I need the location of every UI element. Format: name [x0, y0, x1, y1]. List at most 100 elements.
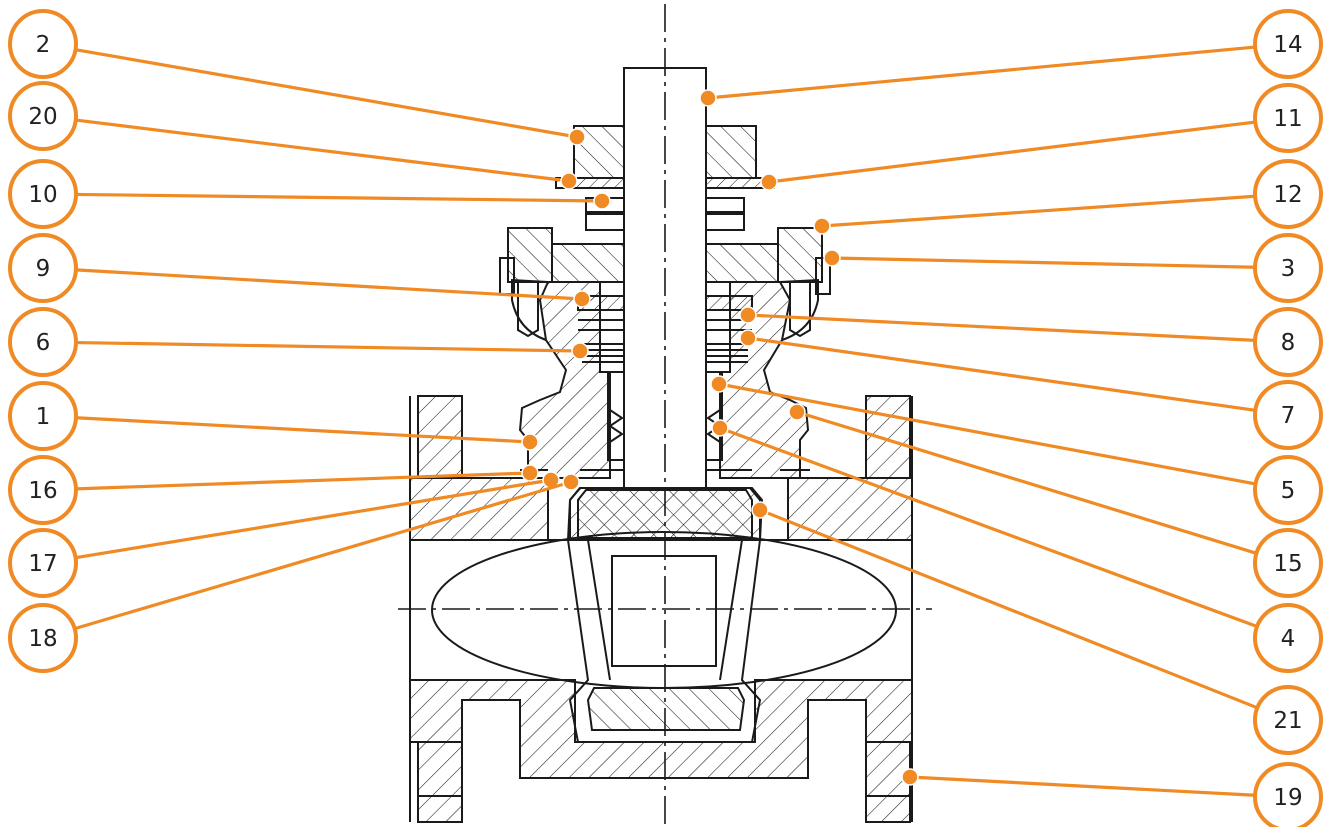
leader-line-16 — [75, 471, 531, 491]
callout-7: 7 — [739, 329, 1323, 450]
leader-dot-12 — [813, 217, 831, 235]
callout-19: 19 — [901, 762, 1323, 827]
leader-line-18 — [74, 480, 572, 631]
callout-bubble-17 — [8, 528, 78, 598]
callout-11: 11 — [760, 83, 1323, 191]
leader-dot-1 — [521, 433, 539, 451]
callout-21: 21 — [751, 501, 1323, 755]
callout-label-12: 12 — [1273, 182, 1302, 208]
callout-label-10: 10 — [28, 182, 57, 208]
callout-6: 6 — [8, 307, 589, 377]
leader-dot-14 — [699, 89, 717, 107]
callout-12: 12 — [813, 159, 1323, 235]
callout-bubble-10 — [8, 159, 78, 229]
callout-20: 20 — [8, 81, 578, 190]
callout-label-4: 4 — [1281, 626, 1296, 652]
leader-line-7 — [747, 336, 1256, 412]
leader-line-12 — [821, 194, 1256, 228]
callout-label-15: 15 — [1273, 551, 1302, 577]
leader-dot-21 — [751, 501, 769, 519]
leader-dot-15 — [788, 403, 806, 421]
callout-2: 2 — [8, 9, 586, 146]
leader-dot-7 — [739, 329, 757, 347]
callout-bubble-4 — [1253, 603, 1323, 673]
callout-14: 14 — [699, 9, 1323, 107]
callout-label-18: 18 — [28, 626, 57, 652]
leader-dot-3 — [823, 249, 841, 267]
callout-label-9: 9 — [36, 256, 51, 282]
leader-line-15 — [796, 410, 1257, 555]
callout-bubble-1 — [8, 381, 78, 451]
gland-flange — [499, 227, 831, 338]
callout-bubble-12 — [1253, 159, 1323, 229]
callout-label-19: 19 — [1273, 785, 1302, 811]
leader-dot-2 — [568, 128, 586, 146]
leader-dot-20 — [560, 172, 578, 190]
leader-line-11 — [768, 120, 1256, 184]
callout-bubble-3 — [1253, 233, 1323, 303]
callout-9: 9 — [8, 233, 591, 308]
callout-label-5: 5 — [1281, 478, 1296, 504]
callout-bubble-16 — [8, 455, 78, 525]
leader-line-2 — [75, 48, 578, 139]
leader-line-1 — [75, 416, 531, 444]
leader-line-20 — [75, 118, 570, 183]
callout-bubble-15 — [1253, 528, 1323, 598]
callout-bubble-14 — [1253, 9, 1323, 79]
callout-bubble-8 — [1253, 307, 1323, 377]
leader-line-17 — [75, 478, 552, 560]
callout-label-14: 14 — [1273, 32, 1302, 58]
callout-label-21: 21 — [1273, 708, 1302, 734]
callout-label-3: 3 — [1281, 256, 1296, 282]
callout-label-6: 6 — [36, 330, 51, 356]
callouts-layer: 2 20 10 9 6 1 16 17 18 14 11 12 3 8 7 5 15 4 21 19 — [8, 9, 1323, 827]
leader-dot-8 — [739, 306, 757, 324]
callout-15: 15 — [788, 403, 1323, 598]
callout-5: 5 — [710, 375, 1323, 525]
leader-line-3 — [831, 256, 1256, 269]
callout-bubble-19 — [1253, 762, 1323, 827]
valve-body — [398, 395, 932, 823]
callout-bubble-20 — [8, 81, 78, 151]
leader-line-10 — [75, 192, 603, 203]
leader-line-21 — [759, 508, 1258, 710]
callout-label-2: 2 — [36, 32, 51, 58]
leader-dot-4 — [711, 419, 729, 437]
leader-line-5 — [718, 382, 1256, 486]
callout-label-16: 16 — [28, 478, 57, 504]
callout-bubble-5 — [1253, 455, 1323, 525]
callout-label-17: 17 — [28, 551, 57, 577]
callout-4: 4 — [711, 419, 1323, 673]
callout-1: 1 — [8, 381, 539, 451]
leader-dot-18 — [562, 473, 580, 491]
callout-17: 17 — [8, 471, 560, 598]
callout-8: 8 — [739, 306, 1323, 377]
callout-label-8: 8 — [1281, 330, 1296, 356]
callout-bubble-18 — [8, 603, 78, 673]
callout-16: 16 — [8, 455, 539, 525]
leader-line-14 — [707, 45, 1256, 100]
callout-18: 18 — [8, 473, 580, 673]
callout-label-11: 11 — [1273, 106, 1302, 132]
leader-dot-19 — [901, 768, 919, 786]
leader-line-4 — [719, 426, 1258, 629]
callout-bubble-6 — [8, 307, 78, 377]
callout-10: 10 — [8, 159, 611, 229]
callout-label-7: 7 — [1281, 403, 1296, 429]
callout-label-1: 1 — [36, 404, 51, 430]
leader-dot-9 — [573, 290, 591, 308]
callout-label-20: 20 — [28, 104, 57, 130]
leader-dot-10 — [593, 192, 611, 210]
leader-line-8 — [747, 313, 1256, 342]
leader-dot-11 — [760, 173, 778, 191]
callout-bubble-11 — [1253, 83, 1323, 153]
leader-line-19 — [909, 775, 1256, 797]
callout-bubble-2 — [8, 9, 78, 79]
leader-dot-16 — [521, 464, 539, 482]
leader-line-6 — [75, 340, 581, 353]
leader-dot-5 — [710, 375, 728, 393]
valve-plug — [566, 487, 764, 743]
leader-dot-6 — [571, 342, 589, 360]
callout-bubble-9 — [8, 233, 78, 303]
